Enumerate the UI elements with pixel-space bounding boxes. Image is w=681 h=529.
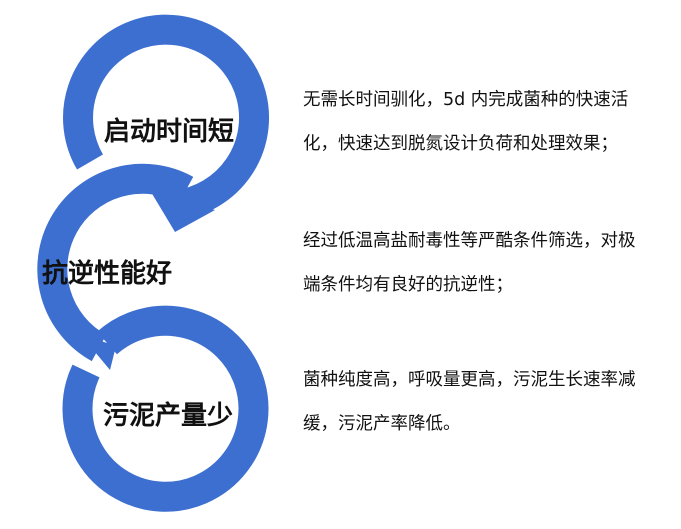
ring-arc-start-time: [63, 14, 269, 220]
item-description-sludge: 菌种纯度高，呼吸量更高，污泥生长速率减 缓，污泥产率降低。: [303, 358, 673, 446]
ring-arrowhead-start-time: [151, 192, 215, 232]
description-line: 菌种纯度高，呼吸量更高，污泥生长速率减: [303, 370, 636, 390]
item-description-start-time: 无需长时间驯化，5d 内完成菌种的快速活 化，快速达到脱氮设计负荷和处理效果；: [303, 78, 673, 166]
description-line: 经过低温高盐耐毒性等严酷条件筛选，对极: [303, 231, 636, 251]
description-line: 端条件均有良好的抗逆性；: [303, 275, 513, 295]
ring-arc-resistance: [37, 163, 194, 362]
description-line: 缓，污泥产率降低。: [303, 414, 461, 434]
item-title-resistance: 抗逆性能好: [42, 259, 173, 289]
item-title-sludge: 污泥产量少: [103, 401, 234, 431]
description-line: 化，快速达到脱氮设计负荷和处理效果；: [303, 134, 618, 154]
item-title-start-time: 启动时间短: [104, 117, 235, 147]
item-description-resistance: 经过低温高盐耐毒性等严酷条件筛选，对极 端条件均有良好的抗逆性；: [303, 219, 673, 307]
description-line: 无需长时间驯化，5d 内完成菌种的快速活: [303, 90, 629, 110]
ring-arc-sludge: [62, 305, 269, 512]
